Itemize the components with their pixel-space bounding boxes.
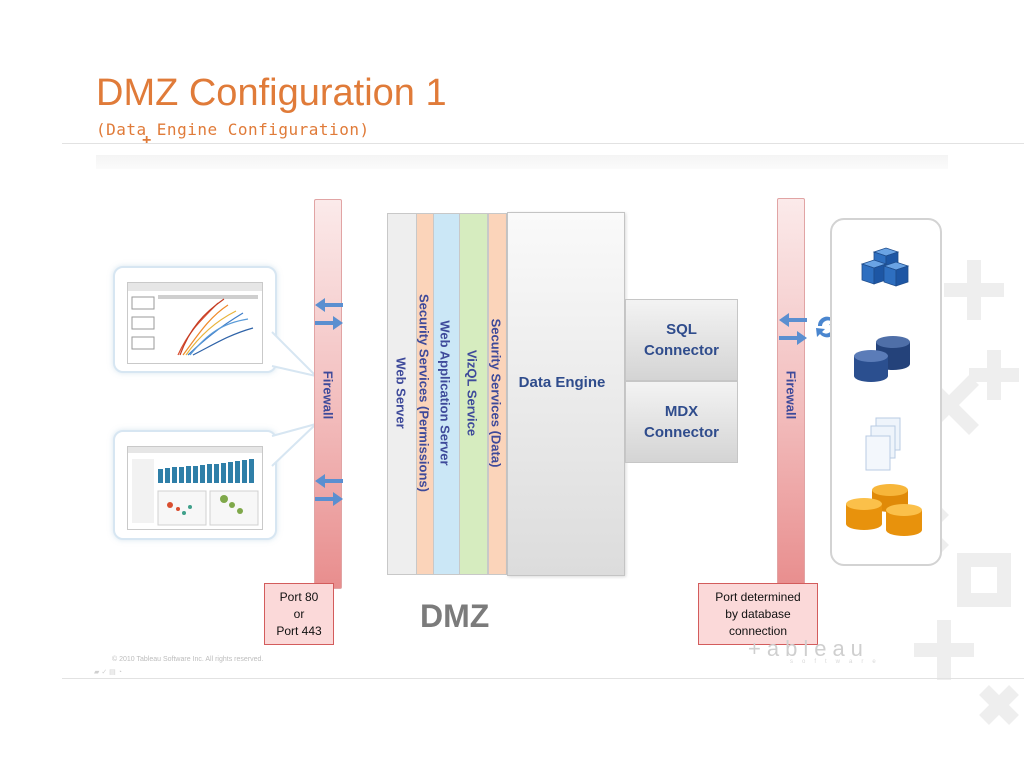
port-left-box: Port 80 or Port 443 <box>264 583 334 645</box>
stack-label-web-server: Web Server <box>393 357 409 429</box>
stack-label-security-data: Security Services (Data) <box>488 318 504 468</box>
firewall-right <box>777 198 805 590</box>
firewall-left-label: Firewall <box>320 370 336 420</box>
data-engine-label: Data Engine <box>518 374 606 391</box>
stack-layer-vizql-service <box>459 213 488 575</box>
port-right-box: Port determined by database connection <box>698 583 818 645</box>
header-band <box>96 155 948 169</box>
database-cylinders-icon <box>854 336 910 382</box>
callout-pointer-bottom <box>271 423 317 467</box>
stack-label-vizql-service: VizQL Service <box>464 349 480 437</box>
documents-icon <box>865 417 901 471</box>
tableau-logo: +ableau <box>748 636 869 661</box>
cube-icon <box>860 247 910 287</box>
copyright-text: © 2010 Tableau Software Inc. All rights … <box>112 656 264 663</box>
firewall-left <box>314 199 342 589</box>
slide-title: DMZ Configuration 1 <box>96 72 447 114</box>
data-engine-box <box>507 212 625 576</box>
stack-label-web-application-server: Web Application Server <box>437 320 453 466</box>
footer-divider <box>62 678 1024 679</box>
dashboard-bars-icon <box>128 447 262 526</box>
dashboard-screenshot <box>127 446 263 530</box>
tableau-logo-sub: software <box>790 659 885 665</box>
bidirectional-arrow-icon <box>779 313 807 345</box>
plus-mark-icon: + <box>142 132 152 149</box>
mdx-connector-box: MDX Connector <box>625 381 738 463</box>
client-card-bottom <box>113 430 277 540</box>
footer-icons: ▰ ✓ ▤ ◔ <box>94 669 122 676</box>
stack-layer-security-data <box>488 213 507 575</box>
firewall-right-label: Firewall <box>783 370 799 420</box>
callout-pointer-top <box>271 331 318 378</box>
bidirectional-arrow-icon <box>315 298 343 330</box>
slide-subtitle: (Data Engine Configuration) <box>96 120 370 139</box>
dmz-label: DMZ <box>420 598 490 634</box>
dashboard-screenshot <box>127 282 263 364</box>
client-card-top <box>113 266 277 373</box>
stack-label-security-permissions: Security Services (Permissions) <box>416 294 432 492</box>
dashboard-chart-icon <box>128 283 262 356</box>
header-divider <box>62 143 1024 144</box>
bidirectional-arrow-icon <box>315 474 343 506</box>
gold-database-icon <box>846 484 922 536</box>
sql-connector-box: SQL Connector <box>625 299 738 381</box>
